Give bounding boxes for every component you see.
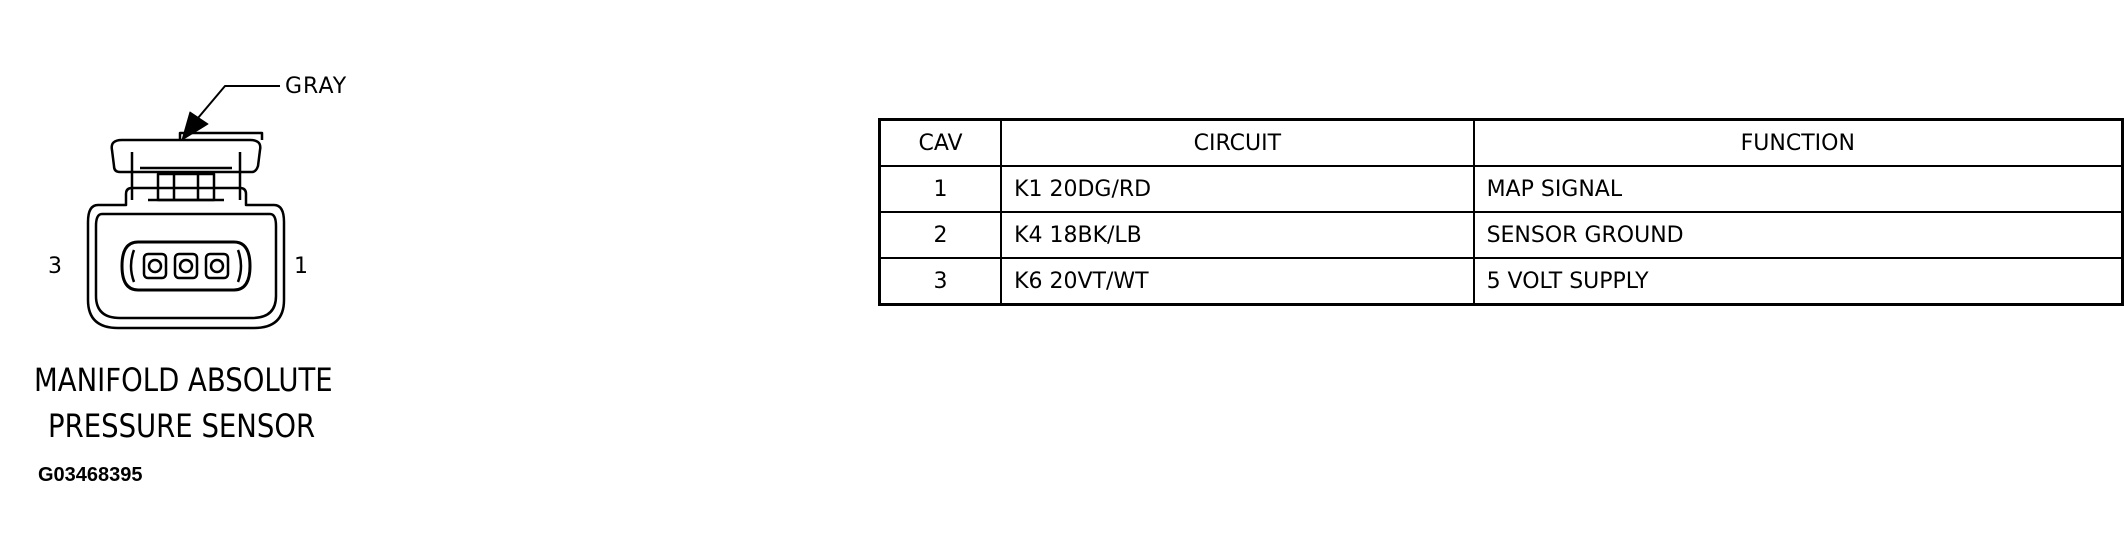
connector-title-line1: MANIFOLD ABSOLUTE	[34, 361, 333, 399]
table-row: 3 K6 20VT/WT 5 VOLT SUPPLY	[878, 257, 2124, 306]
cell-circuit: K6 20VT/WT	[1000, 257, 1475, 306]
header-cav: CAV	[878, 118, 1003, 167]
cell-cav: 1	[878, 165, 1003, 213]
cell-cav: 3	[878, 257, 1003, 306]
cell-circuit: K4 18BK/LB	[1000, 211, 1475, 259]
pin-label-right: 1	[294, 254, 308, 279]
cavity-3	[142, 252, 168, 280]
header-circuit: CIRCUIT	[1000, 118, 1475, 167]
figure-id: G03468395	[38, 464, 143, 486]
table-header-row: CAV CIRCUIT FUNCTION	[878, 118, 2124, 167]
callout-arrow-icon	[181, 111, 209, 141]
cell-cav: 2	[878, 211, 1003, 259]
connector-latch-frame	[110, 138, 262, 174]
cell-function: SENSOR GROUND	[1472, 211, 2124, 259]
connector-title-line2: PRESSURE SENSOR	[48, 407, 316, 445]
header-function: FUNCTION	[1472, 118, 2124, 167]
connector-drawing	[86, 85, 286, 330]
connector-color-label: GRAY	[285, 74, 348, 99]
color-callout-leader	[197, 85, 280, 119]
cell-function: 5 VOLT SUPPLY	[1472, 257, 2124, 306]
cell-circuit: K1 20DG/RD	[1000, 165, 1475, 213]
pin-label-left: 3	[48, 254, 62, 279]
pinout-table: CAV CIRCUIT FUNCTION 1 K1 20DG/RD MAP SI…	[878, 118, 2124, 306]
cavity-2	[173, 252, 199, 280]
cell-function: MAP SIGNAL	[1472, 165, 2124, 213]
connector-latch	[178, 131, 264, 140]
table-row: 1 K1 20DG/RD MAP SIGNAL	[878, 165, 2124, 213]
table-row: 2 K4 18BK/LB SENSOR GROUND	[878, 211, 2124, 259]
connector-housing	[86, 186, 286, 330]
cavity-1	[204, 252, 230, 280]
connector-face	[120, 240, 252, 292]
